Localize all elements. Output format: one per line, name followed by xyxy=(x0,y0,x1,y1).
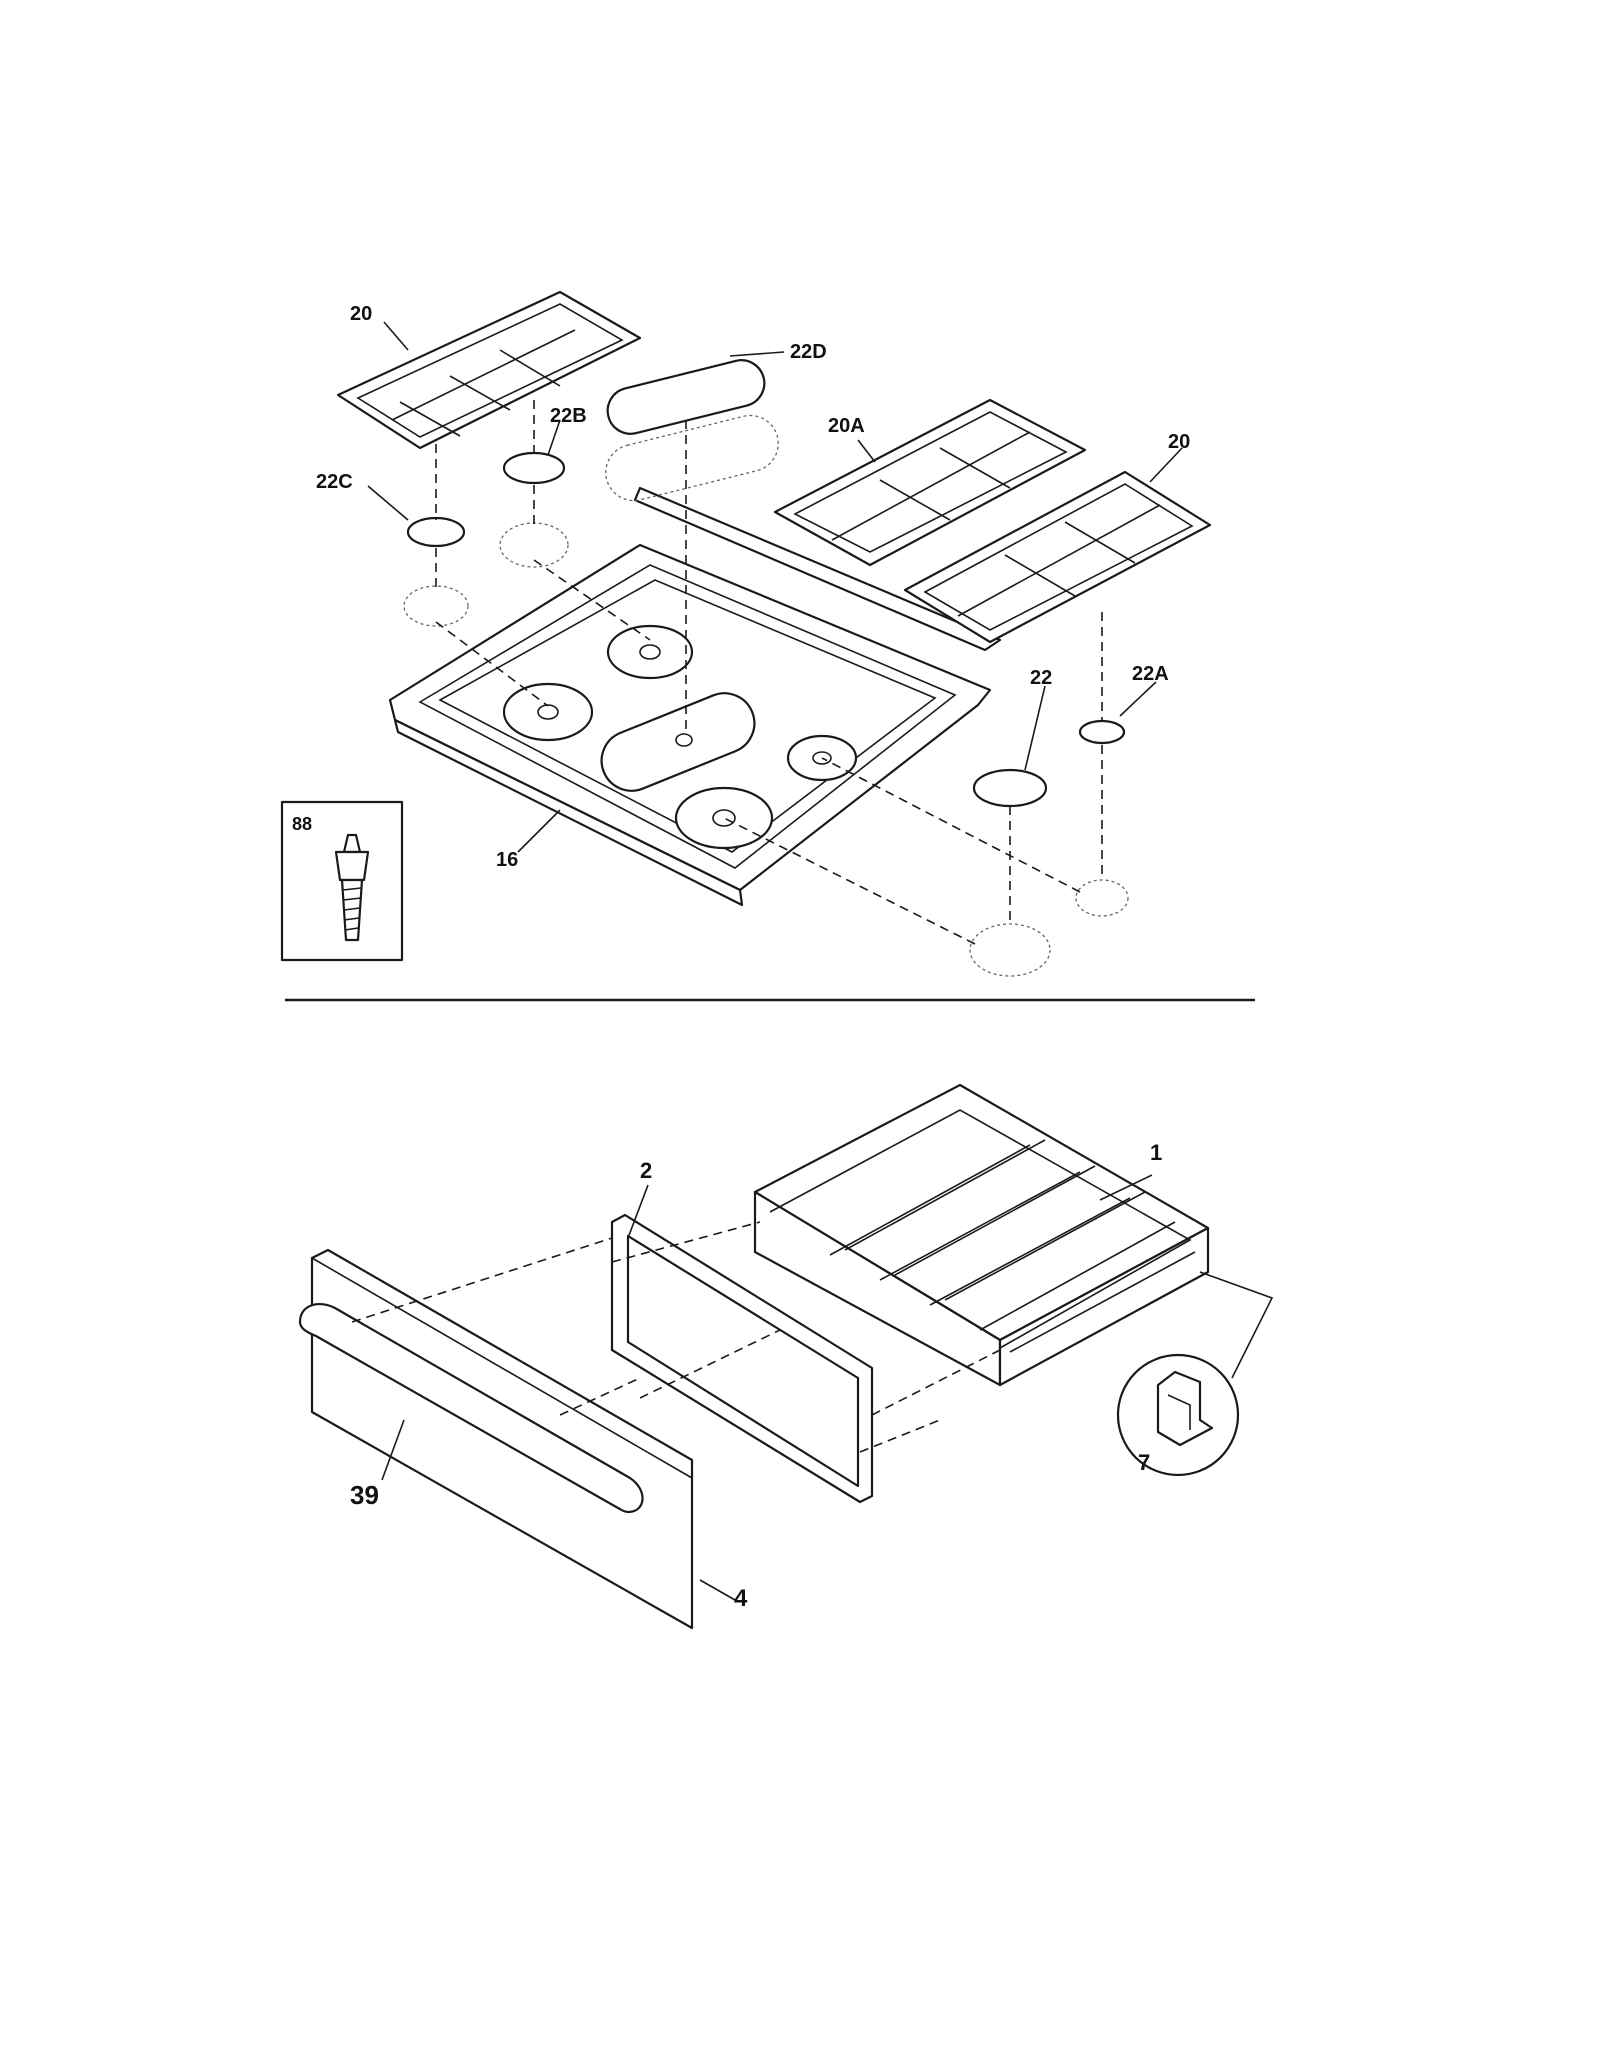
label-drawer-body: 1 xyxy=(1150,1140,1162,1165)
burner-rear-left xyxy=(606,624,694,680)
assembly-lines-bottom xyxy=(351,1221,1001,1453)
label-cap-right-large: 22 xyxy=(1030,667,1052,689)
stud-detail-box xyxy=(280,800,404,962)
label-stud: 88 xyxy=(292,814,312,834)
burner-front-left xyxy=(502,682,594,742)
griddle-cover xyxy=(605,359,779,502)
drawer-frame xyxy=(610,1213,874,1504)
stud-icon xyxy=(334,833,370,942)
drawer-handle xyxy=(298,1303,644,1514)
cap-22 xyxy=(969,768,1051,977)
label-drawer-handle: 39 xyxy=(350,1480,379,1510)
label-grate-center-right: 20A xyxy=(828,415,865,437)
label-cooktop: 16 xyxy=(496,849,518,871)
cap-22a xyxy=(1075,719,1129,917)
leader-lines-top xyxy=(367,321,1183,853)
cooktop-16 xyxy=(388,486,1002,907)
label-clip: 7 xyxy=(1138,1450,1150,1475)
label-drawer-front: 4 xyxy=(734,1585,748,1612)
drawer-body xyxy=(753,1083,1210,1387)
label-cap-right: 22A xyxy=(1132,663,1169,685)
cap-22c xyxy=(403,516,469,627)
clip-detail xyxy=(1116,1353,1240,1477)
burner-front-right xyxy=(674,786,774,850)
label-cap-left: 22C xyxy=(316,471,353,493)
burner-center-oval xyxy=(600,692,756,792)
grate-left xyxy=(336,290,642,450)
label-drawer-frame: 2 xyxy=(640,1158,652,1183)
grate-center-right xyxy=(773,398,1087,567)
label-grate-right: 20 xyxy=(1168,431,1190,453)
assembly-lines-top xyxy=(435,400,1103,945)
grate-right xyxy=(903,470,1212,644)
leader-lines-bottom xyxy=(381,1174,1274,1601)
cap-22b xyxy=(499,451,569,568)
label-cap-small-left: 22B xyxy=(550,405,587,427)
label-griddle-cover: 22D xyxy=(790,341,827,363)
label-grate-left: 20 xyxy=(350,303,372,325)
clip-icon xyxy=(1156,1370,1214,1447)
